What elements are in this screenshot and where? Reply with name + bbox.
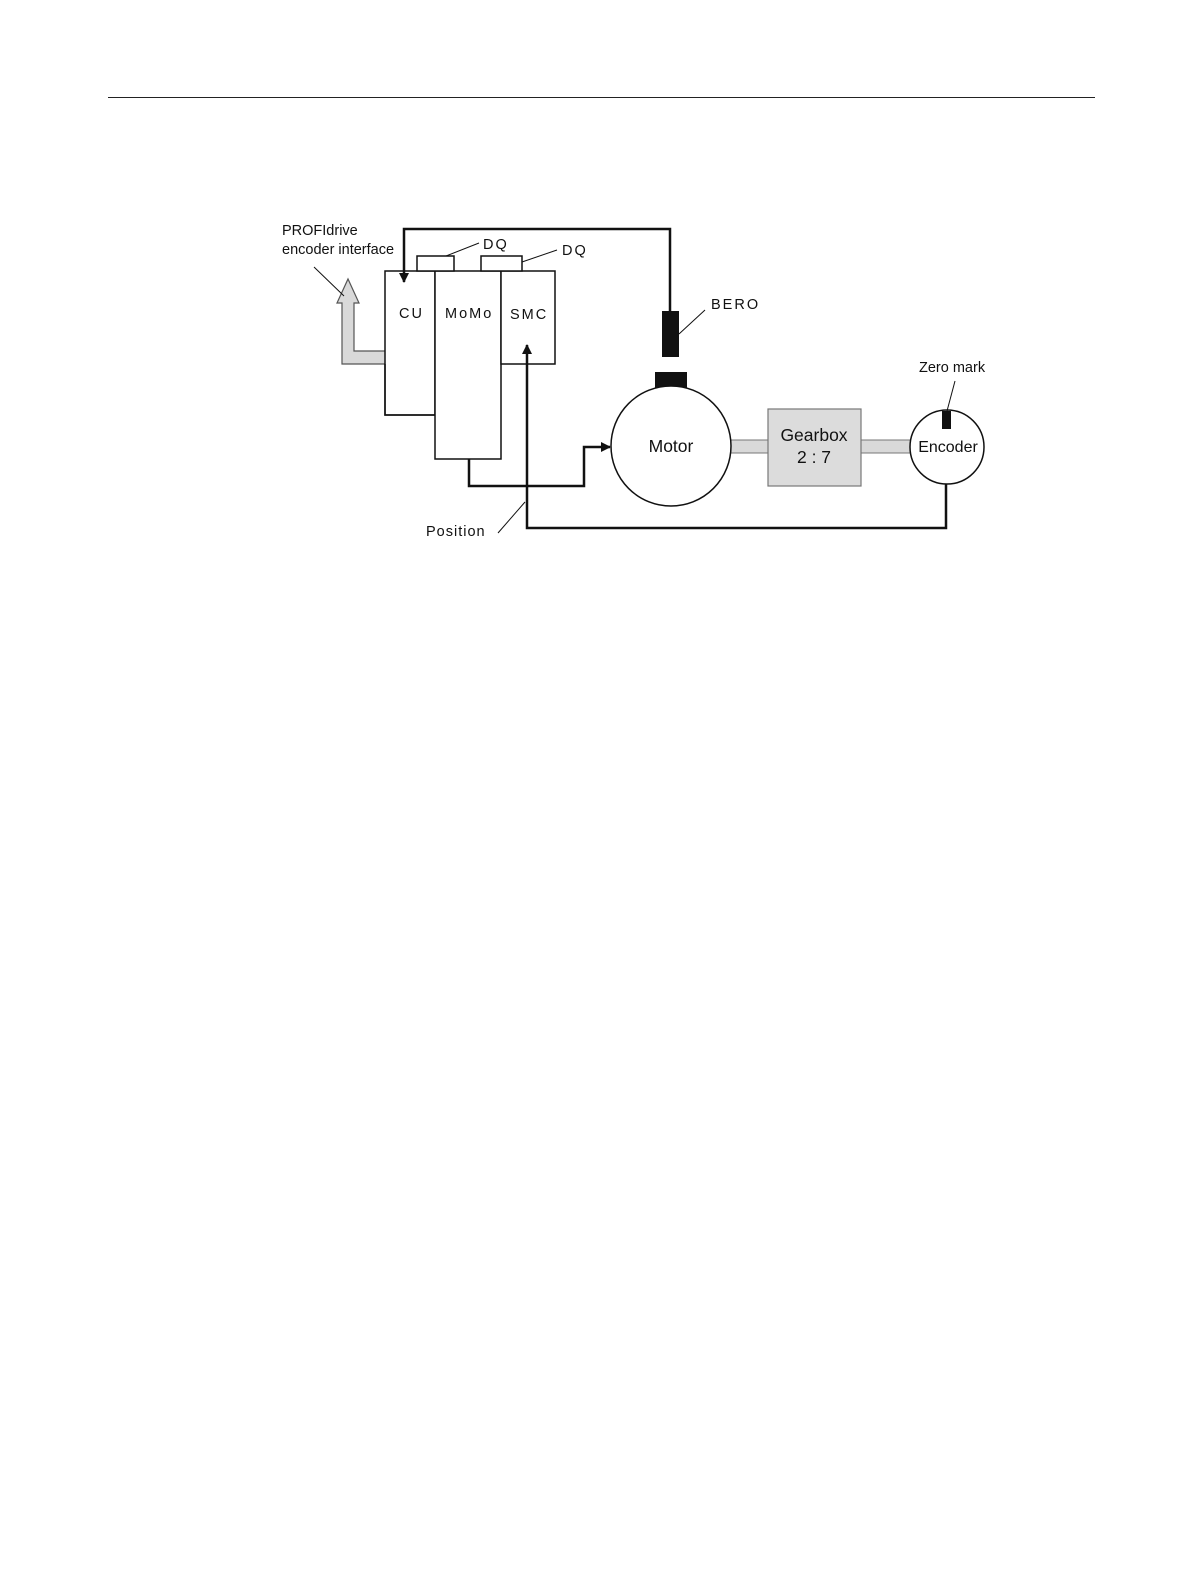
zero-mark <box>942 411 951 429</box>
motor-gearbox-shaft <box>728 440 770 453</box>
profidrive-label-line2: encoder interface <box>282 242 394 258</box>
motor-label: Motor <box>649 436 694 456</box>
profidrive-label-line1: PROFIdrive <box>282 223 358 239</box>
position-label: Position <box>426 524 486 540</box>
bero-label: BERO <box>711 297 760 313</box>
dq-left-leader-line <box>446 243 479 256</box>
zero-mark-label: Zero mark <box>919 360 986 376</box>
position-leader-line <box>498 502 525 533</box>
momo-module <box>435 271 501 459</box>
gearbox-encoder-shaft <box>860 440 912 453</box>
dq-terminal-right <box>481 256 522 271</box>
zero-mark-leader-line <box>947 381 955 411</box>
cu-label: CU <box>399 306 424 322</box>
dq-right-leader-line <box>522 250 557 262</box>
encoder-position-line <box>527 345 946 528</box>
momo-label: MoMo <box>445 306 493 322</box>
smc-label: SMC <box>510 307 548 323</box>
cu-module <box>385 271 435 415</box>
bero-leader-line <box>679 310 705 334</box>
encoder-label: Encoder <box>918 439 978 456</box>
dq-terminal-left <box>417 256 454 271</box>
dq-right-label: DQ <box>562 243 588 259</box>
gearbox-label-line1: Gearbox <box>780 425 847 445</box>
gearbox-ratio-label: 2 : 7 <box>797 447 831 467</box>
dq-left-label: DQ <box>483 237 509 253</box>
bero-sensor <box>662 311 679 357</box>
profidrive-leader-line <box>314 267 344 296</box>
